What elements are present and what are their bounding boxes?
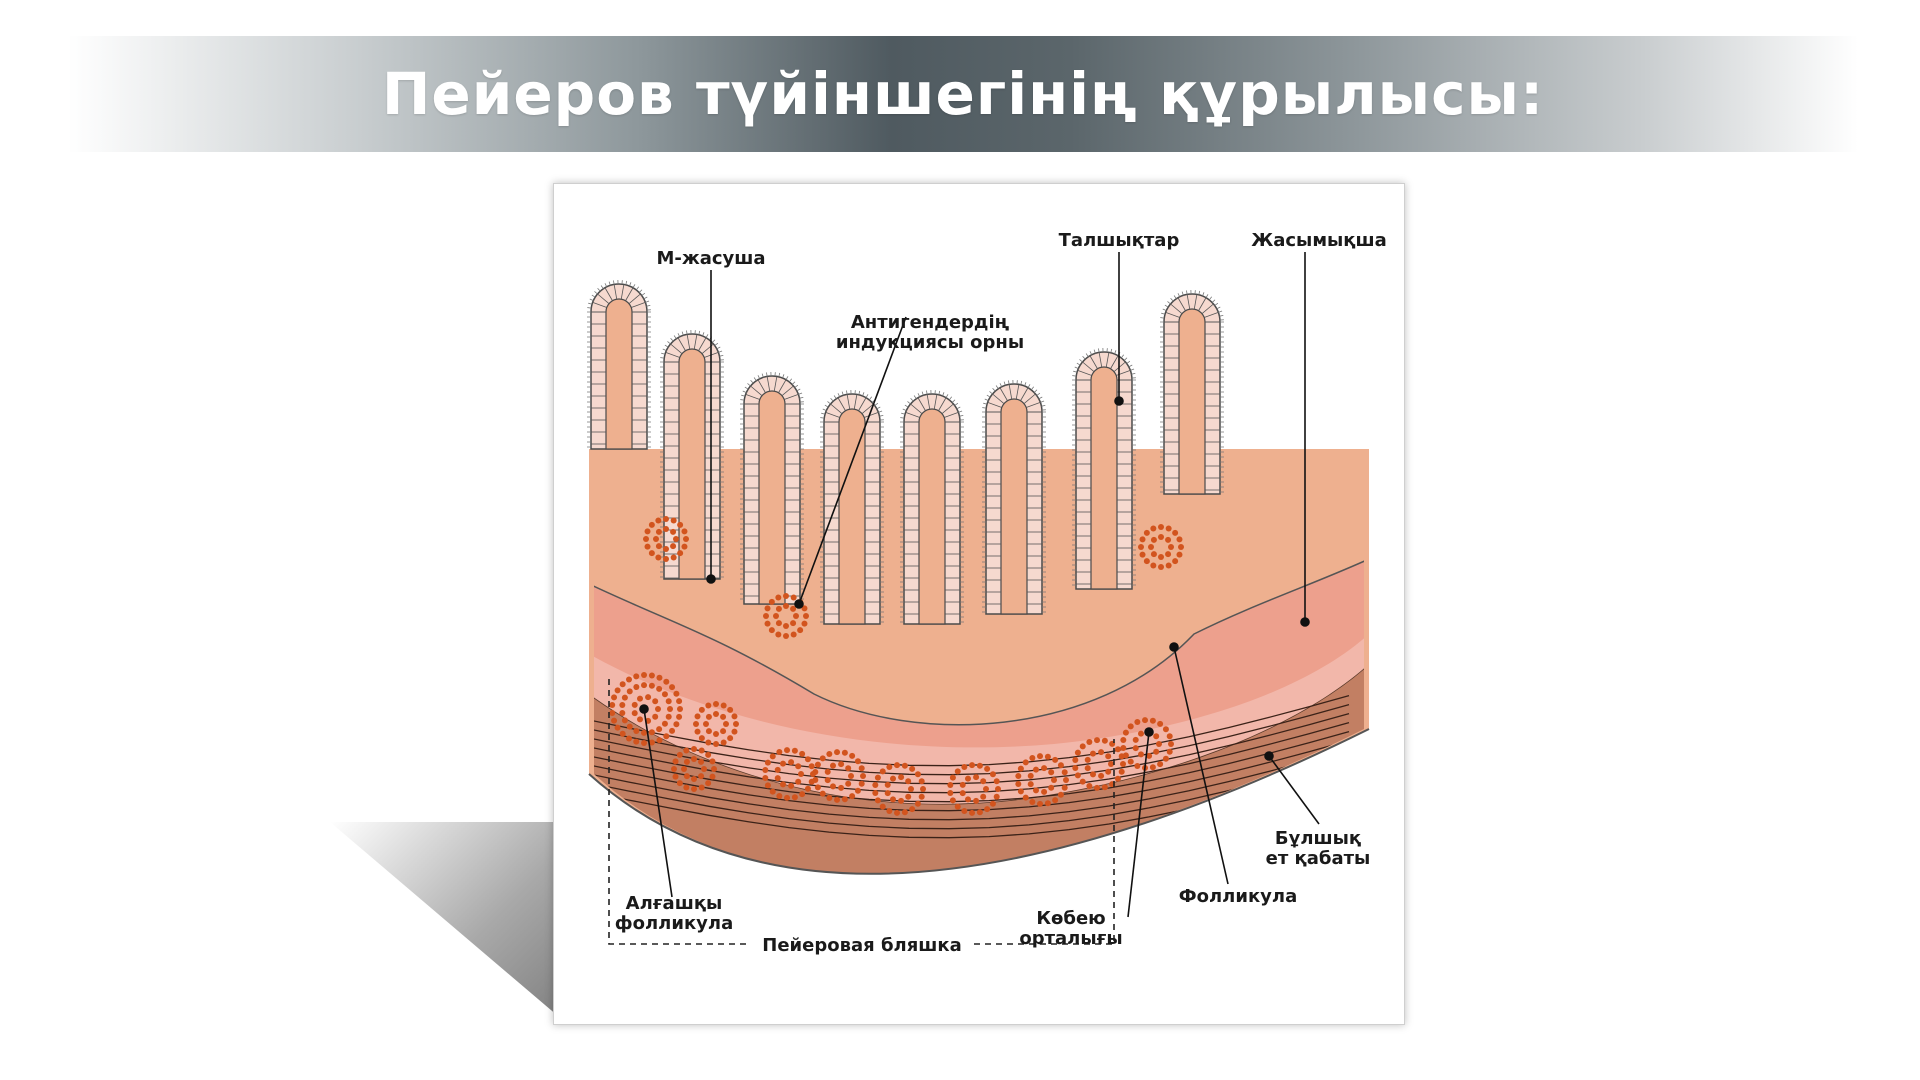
villus bbox=[820, 390, 884, 625]
outer-boundary bbox=[588, 728, 1370, 875]
peyer-patch-bracket bbox=[608, 679, 1115, 945]
follicle bbox=[872, 762, 926, 816]
label-muscle-line2: ет қабаты bbox=[1266, 848, 1371, 869]
frame-shadow bbox=[330, 822, 565, 1022]
title-banner: Пейеров түйіншегінің құрылысы: bbox=[68, 36, 1858, 152]
muscle-fibers bbox=[594, 694, 1350, 839]
follicle bbox=[609, 672, 683, 746]
villus bbox=[1072, 348, 1136, 590]
label-mucosa: Жасымықша bbox=[1251, 230, 1387, 251]
muscle-fiber bbox=[594, 694, 1350, 767]
follicle bbox=[812, 749, 866, 803]
label-antigen-line2: индукциясы орны bbox=[836, 332, 1024, 353]
diagram-frame: М-жасуша Антигендердің индукциясы орны Т… bbox=[553, 183, 1405, 1025]
follicle bbox=[1015, 753, 1069, 807]
villus bbox=[900, 390, 964, 625]
label-muscle-line1: Бұлшық bbox=[1275, 828, 1361, 849]
villi-group bbox=[587, 280, 1224, 625]
follicle bbox=[671, 746, 717, 792]
muscle-fiber bbox=[594, 748, 1350, 821]
label-germinal-line2: орталығы bbox=[1019, 928, 1122, 949]
follicle bbox=[947, 762, 1001, 816]
label-m-cell: М-жасуша bbox=[656, 248, 765, 269]
muscle-fiber bbox=[594, 730, 1350, 803]
follicle bbox=[1138, 524, 1184, 570]
villus bbox=[1160, 290, 1224, 495]
slide-title: Пейеров түйіншегінің құрылысы: bbox=[381, 60, 1545, 128]
follicle bbox=[762, 747, 816, 801]
follicle bbox=[643, 516, 689, 562]
muscle-fiber bbox=[594, 703, 1350, 776]
villus bbox=[587, 280, 651, 450]
villus bbox=[982, 380, 1046, 615]
villus bbox=[660, 330, 724, 580]
villus bbox=[740, 372, 804, 605]
label-villi: Талшықтар bbox=[1059, 230, 1180, 251]
follicle bbox=[693, 701, 739, 747]
follicle bbox=[763, 593, 809, 639]
label-antigen-line1: Антигендердің bbox=[851, 312, 1010, 333]
label-follicle: Фолликула bbox=[1179, 886, 1297, 907]
label-primary-line1: Алғашқы bbox=[626, 893, 723, 914]
follicles-group bbox=[609, 516, 1184, 816]
leader-lines bbox=[639, 252, 1320, 918]
muscle-fiber bbox=[594, 757, 1350, 830]
follicle bbox=[1072, 737, 1126, 791]
label-peyer-patch: Пейеровая бляшка bbox=[762, 935, 962, 956]
label-primary-line2: фолликула bbox=[615, 913, 734, 934]
peyer-patch-diagram: М-жасуша Антигендердің индукциясы орны Т… bbox=[587, 230, 1387, 956]
label-germinal-line1: Көбею bbox=[1036, 908, 1105, 929]
